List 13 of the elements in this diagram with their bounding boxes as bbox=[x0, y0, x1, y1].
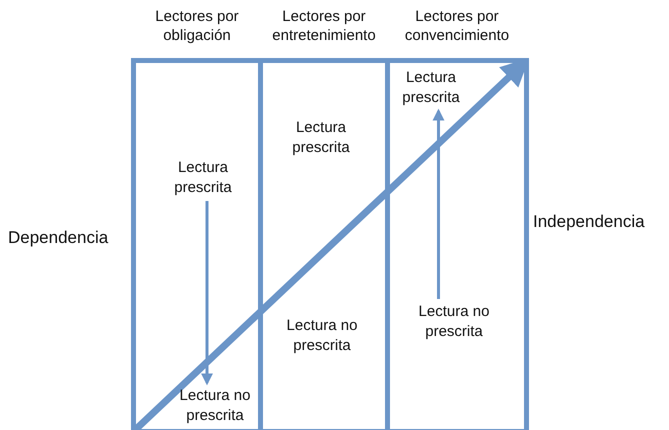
arrow bbox=[201, 201, 213, 386]
text-label: Lectura prescrita bbox=[157, 158, 249, 198]
column-heading: Lectores por entretenimiento bbox=[271, 7, 377, 46]
axis-label: Independencia bbox=[533, 212, 645, 232]
text-label: Lectura no prescrita bbox=[165, 386, 265, 426]
text-label: Lectura prescrita bbox=[273, 118, 369, 158]
axis-label: Dependencia bbox=[8, 228, 108, 248]
text-label: Lectura no prescrita bbox=[268, 316, 376, 356]
arrow bbox=[432, 108, 444, 299]
column-heading: Lectores por obligación bbox=[154, 7, 240, 46]
text-label: Lectura no prescrita bbox=[400, 302, 508, 342]
column-heading: Lectores por convencimiento bbox=[404, 7, 510, 46]
text-label: Lectura prescrita bbox=[385, 68, 477, 108]
